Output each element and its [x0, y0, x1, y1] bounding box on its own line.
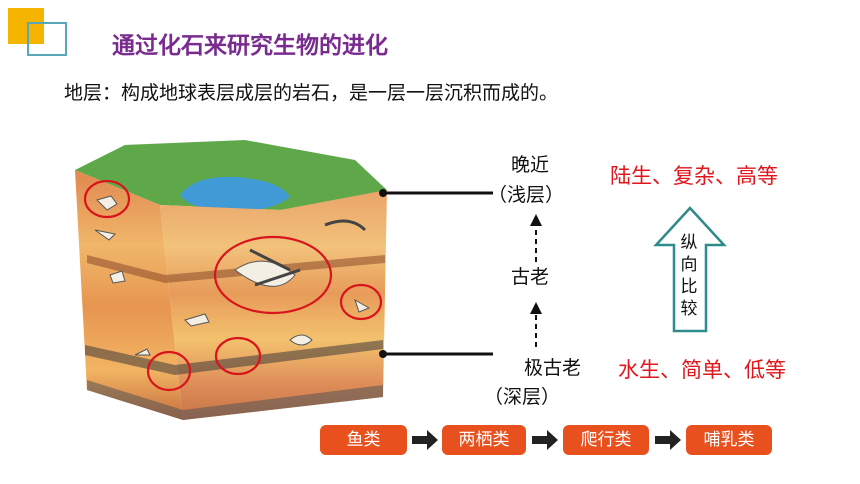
- front-face: [160, 190, 387, 420]
- traits-top: 陆生、复杂、高等: [610, 164, 778, 188]
- compare-up-arrow: [653, 206, 727, 333]
- definition-text: 地层：构成地球表层成层的岩石，是一层一层沉积而成的。: [64, 82, 559, 104]
- label-recent: 晚近: [511, 154, 550, 176]
- compare-arrow-label: 纵 向 比 较: [678, 232, 700, 320]
- fossil-circle-3: [339, 283, 383, 321]
- page-title: 通过化石来研究生物的进化: [112, 33, 388, 59]
- label-deep: （深层）: [484, 386, 561, 408]
- fossil-circle-2: [213, 235, 333, 315]
- fossil-circle-1: [83, 179, 131, 219]
- fossil-circle-5: [146, 350, 192, 392]
- sequence-item-mammal: 哺乳类: [686, 425, 772, 455]
- traits-bottom: 水生、简单、低等: [618, 358, 786, 382]
- arrow-right-icon: [655, 430, 681, 450]
- compare-char: 比: [680, 277, 698, 297]
- connector-lines: [380, 191, 493, 356]
- grass-top: [75, 140, 387, 210]
- sequence-item-amphibian: 两栖类: [442, 425, 526, 455]
- label-very-ancient: 极古老: [524, 357, 582, 379]
- logo-square-yellow: [8, 8, 44, 44]
- lake: [180, 176, 290, 212]
- logo-square-outline: [27, 22, 67, 56]
- arrow-right-icon: [532, 430, 558, 450]
- label-shallow: （浅层）: [488, 184, 565, 206]
- fossil-circle-4: [214, 336, 262, 376]
- label-ancient: 古老: [511, 266, 550, 288]
- strata-illustration: [75, 140, 390, 420]
- compare-char: 向: [680, 255, 698, 275]
- arrow-right-icon: [412, 430, 438, 450]
- compare-char: 较: [680, 299, 698, 319]
- sequence-item-fish: 鱼类: [320, 425, 407, 455]
- dashed-up-arrows: [530, 214, 542, 347]
- compare-char: 纵: [680, 233, 698, 253]
- sequence-item-reptile: 爬行类: [563, 425, 649, 455]
